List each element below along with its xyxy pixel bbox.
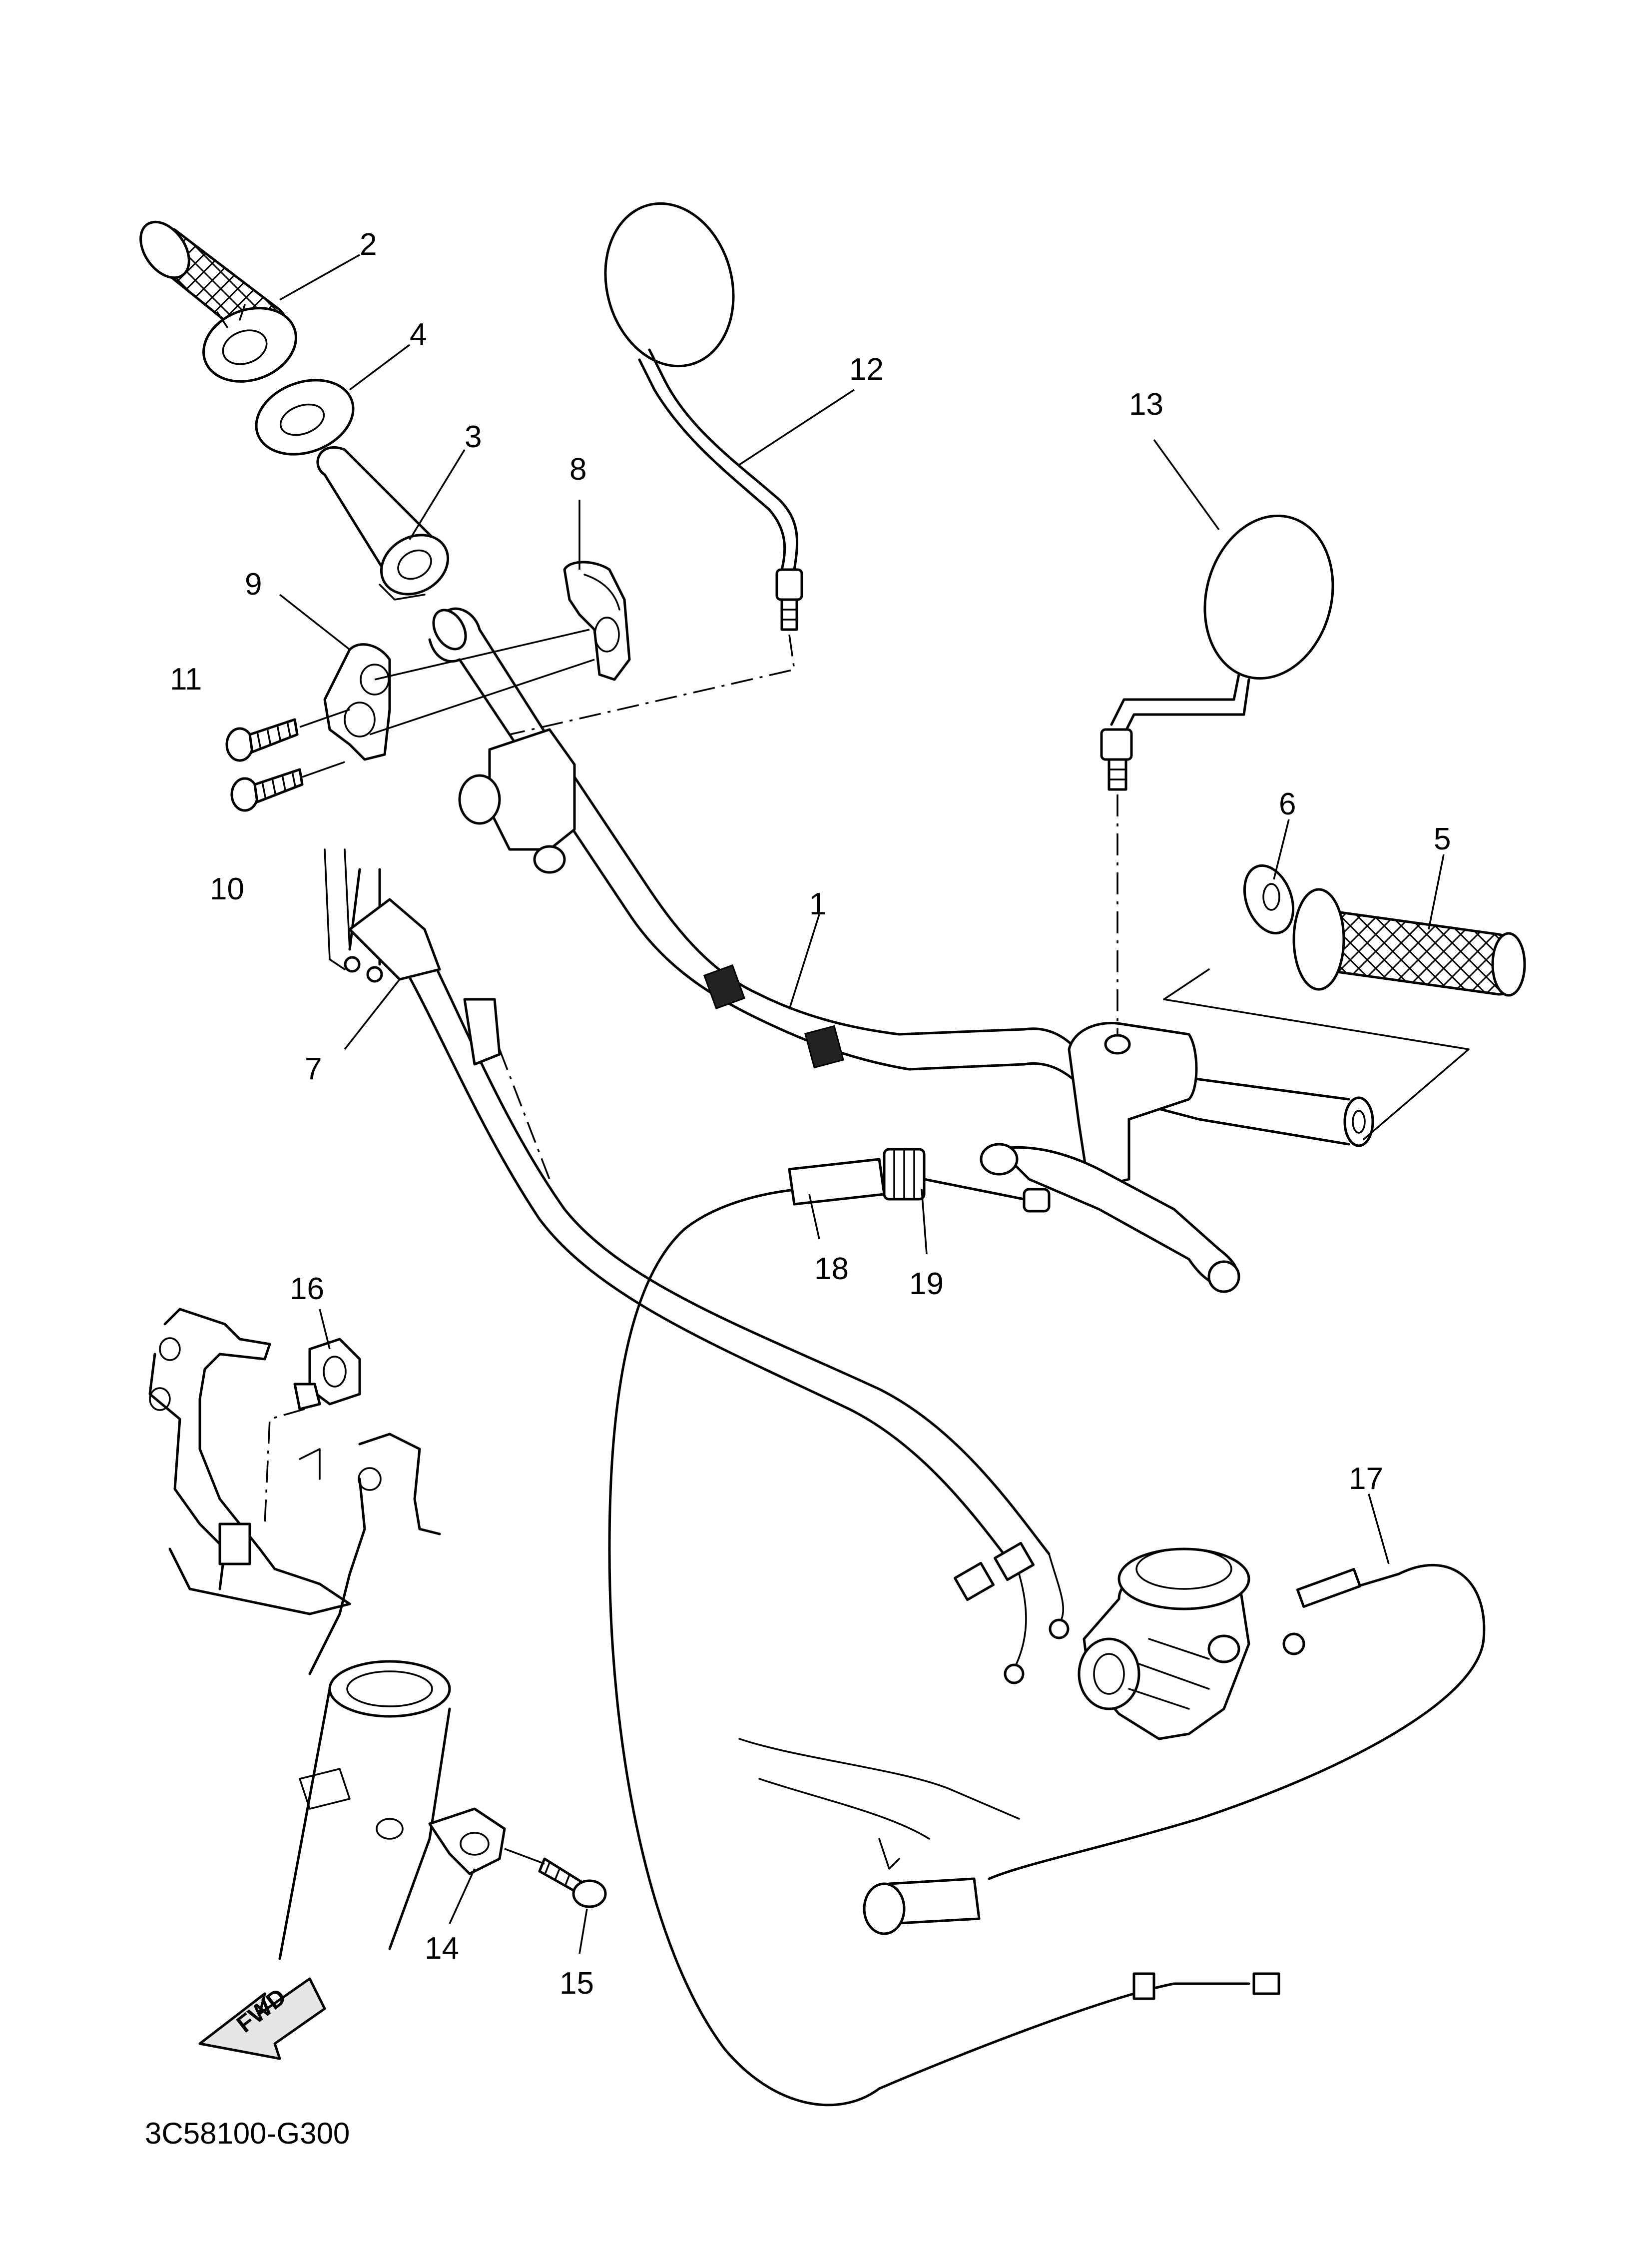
callout-4: 4: [410, 317, 427, 352]
cable-clamp: [293, 1338, 361, 1411]
grip-washer: [255, 379, 355, 456]
callout-8: 8: [569, 452, 586, 487]
callout-12: 12: [849, 352, 884, 387]
callout-16: 16: [290, 1272, 324, 1306]
choke-cable: [608, 1148, 1051, 2107]
grip-right: [1292, 888, 1526, 997]
mirror-right: [1100, 514, 1334, 791]
callout-7: 7: [305, 1052, 322, 1086]
throttle-cables: [324, 848, 1070, 1684]
mirror-left: [604, 202, 803, 631]
carburetor: [1078, 1547, 1250, 1740]
throttle-sleeve: [316, 446, 450, 601]
callout-18: 18: [814, 1252, 849, 1286]
callout-2: 2: [360, 227, 377, 262]
diagram-code: 3C58100-G300: [145, 2117, 350, 2150]
callout-labels: 2 4 3 8 9 11 10 12 13 6 5 1 7 18 19 16 1…: [170, 227, 1451, 2001]
callout-19: 19: [909, 1267, 944, 1301]
screw-11: [225, 718, 299, 762]
throttle-housing-upper: [563, 561, 631, 681]
callout-9: 9: [245, 567, 262, 602]
forward-arrow: FWD: [198, 1977, 326, 2060]
engine-outline: [738, 1738, 1020, 1870]
callout-10: 10: [210, 872, 244, 906]
callout-13: 13: [1129, 387, 1163, 422]
callout-6: 6: [1279, 787, 1296, 821]
callout-17: 17: [1349, 1462, 1383, 1496]
callout-14: 14: [425, 1931, 459, 1966]
bolt-15: [538, 1857, 607, 1908]
callout-11: 11: [170, 662, 202, 697]
steering-head-pipe: [278, 1660, 451, 1960]
callout-1: 1: [809, 887, 826, 921]
grip-collar: [1243, 864, 1295, 935]
callout-5: 5: [1434, 822, 1451, 856]
frame-bracket: [148, 1308, 441, 1675]
leader-lines: [279, 254, 1445, 1954]
starter-cable: [863, 1563, 1486, 2090]
throttle-housing-lower: [323, 643, 391, 761]
callout-15: 15: [559, 1966, 594, 2001]
screw-10: [230, 768, 304, 812]
callout-3: 3: [465, 420, 482, 454]
handlebar: [428, 607, 1374, 1293]
throttle-grip-assembly: [139, 220, 297, 383]
cable-guide: [428, 1807, 506, 1875]
